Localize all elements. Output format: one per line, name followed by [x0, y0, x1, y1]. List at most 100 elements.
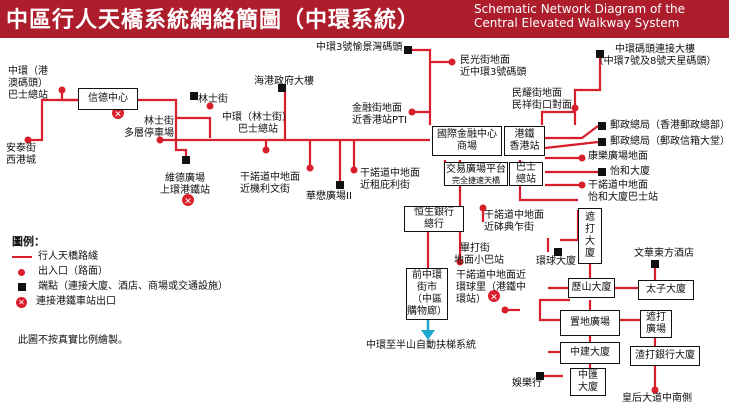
label-line: 前中環 [412, 270, 442, 281]
shun-tak-centre: 信德中心 [78, 88, 138, 110]
label-line: （中區 [412, 294, 442, 305]
label-line: 打 [585, 224, 595, 235]
label-line: 安泰街 [6, 143, 36, 154]
label-line: 總站 [516, 174, 536, 185]
walkway-segment [545, 125, 599, 140]
legend-entrance-text: 出入口（路面） [38, 266, 108, 277]
red-dot-icon [350, 166, 358, 174]
label-line: 商場 [457, 141, 477, 152]
mtr-exit-icon: ✕ [182, 194, 194, 207]
black-square-icon [536, 372, 544, 380]
walkway-segment [28, 98, 78, 142]
label-line: 大 [585, 236, 595, 247]
label-mandarin: 文華東方酒店 [634, 248, 694, 259]
red-dot-icon [448, 58, 456, 66]
walkway-segment [412, 48, 432, 125]
label-line: 中環（林士街） [222, 112, 292, 123]
label-line: 環球里（港鐵中 [456, 282, 526, 293]
mtr-exit-icon: ✕ [112, 107, 124, 120]
legend-mtr: ✕ 連接港鐵車站出口 [12, 296, 228, 308]
label-central-pier-7: 中環碼頭連接大樓 （中環7號及8號天星碼頭） [590, 44, 720, 68]
hk-station: 港鐵 香港站 [504, 126, 545, 156]
label-line: 金融街地面 [352, 103, 402, 114]
red-dot-icon [578, 181, 586, 189]
endpoint-squares [182, 46, 659, 380]
label-line: 民耀街地面 [512, 88, 562, 99]
chater-house: 遮打 廣場 [640, 310, 672, 338]
label-line: 遮打 [646, 312, 666, 323]
black-square-icon [598, 122, 606, 130]
red-dot-icon [479, 204, 487, 212]
label-queens-road: 皇后大道中南側 [622, 393, 692, 404]
footnote: 此圖不按真實比例繪製。 [18, 335, 128, 346]
label-line: 中環碼頭連接大樓 [615, 44, 695, 55]
label-whitfield: 畢打街 地面小巴站 [454, 243, 504, 267]
label-line: 澳碼頭） [8, 78, 48, 89]
label-line: 近香港站PTI [352, 115, 408, 126]
label-line: 街市 [417, 282, 437, 293]
label-hua-plaza: 華懋廣場II [306, 191, 352, 202]
entrance-dots [24, 58, 659, 394]
legend-endpoint-text: 端點（連接大廈、酒店、商場或交通設施） [38, 281, 228, 292]
label-lam-tin-carpark: 林士街 多層停車場 [122, 116, 174, 140]
central-market: 前中環 街市 （中區 購物廊） [406, 268, 448, 320]
label-line: 恒生銀行 [414, 207, 454, 218]
landmark: 置地廣場 [560, 310, 620, 336]
red-dot-icon [206, 102, 214, 110]
label-line: 干諾道中地面 [240, 172, 300, 183]
red-dot-icon [456, 258, 464, 266]
label-connaught-3: 干諾道中地面 近砵典乍街 [484, 210, 544, 234]
label-line: 西港城 [6, 155, 36, 166]
black-square-icon [190, 92, 198, 100]
red-dot-icon [58, 86, 66, 94]
label-line: 近砵典乍街 [484, 222, 534, 233]
legend-walkway: 行人天橋路綫 [12, 251, 228, 263]
walkway-segment [560, 210, 580, 242]
legend-entrance: 出入口（路面） [12, 266, 228, 278]
label-line: 環站） [456, 294, 486, 305]
label-line: 近租庇利街 [360, 180, 410, 191]
label-line: 干諾道中地面 [588, 180, 648, 191]
label-ifc-pti: 金融街地面 近香港站PTI [352, 103, 407, 127]
red-dot-icon [24, 136, 32, 144]
label-line: 國際金融中心 [437, 129, 497, 140]
black-square-icon [596, 50, 604, 58]
label-connaught-2: 干諾道中地面 近租庇利街 [360, 168, 420, 192]
label-line: 干諾道中地面 [360, 168, 420, 179]
label-line: 近中環3號碼頭 [460, 67, 527, 78]
legend-walkway-text: 行人天橋路綫 [38, 251, 98, 262]
black-square-icon [336, 181, 344, 189]
red-dot-icon [408, 108, 416, 116]
black-square-icon [278, 84, 286, 92]
label-line: 怡和大廈巴士站 [588, 192, 658, 203]
page-title-english: Schematic Network Diagram of the Central… [474, 2, 724, 30]
black-square-icon [554, 248, 562, 256]
prince-building: 歷山大廈 [568, 278, 615, 298]
label-lam-tin: 林士街 [198, 94, 228, 105]
label-line: 民祥街口對面 [512, 100, 572, 111]
label-line: 港鐵 [514, 129, 535, 140]
label-central-pier-3: 中環3號愉景灣碼頭 [316, 42, 403, 53]
label-line: 香港站 [509, 141, 540, 152]
label-line: 地面小巴站 [454, 255, 504, 266]
label-entertainment: 娛樂行 [512, 378, 542, 389]
red-dot-icon [156, 136, 164, 144]
label-world-wide: 環球大廈 [536, 256, 576, 267]
label-sheung-wan: 安泰街 西港城 [6, 143, 36, 167]
label-line: 總行 [424, 219, 444, 230]
title-bar: 中區行人天橋系統網絡簡圖（中環系統） Schematic Network Dia… [0, 0, 729, 38]
label-man-kwong: 民光街地面 近中環3號碼頭 [460, 55, 526, 79]
hang-seng-bank: 恒生銀行 總行 [404, 206, 464, 232]
red-dot-icon [501, 306, 509, 314]
label-line: 巴士 [516, 162, 536, 173]
label-line: 廈 [585, 248, 595, 259]
label-line: 遮 [585, 212, 595, 223]
label-central-pier: 中環（港 澳碼頭） 巴士總站 [8, 66, 48, 102]
label-line: 廣場 [646, 324, 666, 335]
central-tower: 中匯 大廈 [570, 368, 606, 396]
label-line: 畢打街 [460, 243, 490, 254]
label-jardine-bus: 干諾道中地面 怡和大廈巴士站 [588, 180, 658, 204]
black-square-icon [651, 260, 659, 268]
label-line: 干諾道中地面近 [456, 270, 526, 281]
